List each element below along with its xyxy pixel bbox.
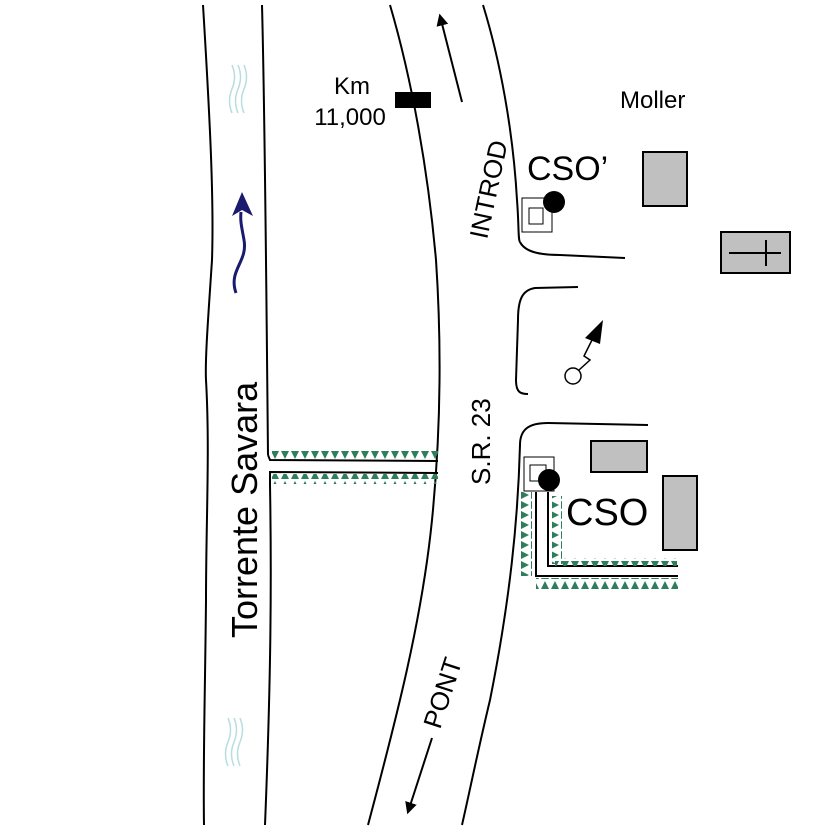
side-road-north-edge xyxy=(519,241,626,259)
curved-arrow-icon xyxy=(232,211,247,294)
side-road-south-edge xyxy=(461,421,649,826)
direction-pont-label: PONT xyxy=(417,654,468,732)
drainage-pipe xyxy=(535,492,678,577)
embankment-hatch xyxy=(555,558,677,566)
north-arrow-icon xyxy=(564,320,603,385)
km-marker-icon xyxy=(395,92,431,108)
culvert-line xyxy=(269,470,439,485)
water-ripple-icon xyxy=(228,64,248,114)
embankment-hatch xyxy=(272,474,438,484)
embankment-hatch xyxy=(536,578,678,590)
river-label: Torrente Savara xyxy=(224,381,265,638)
station-point-icon xyxy=(543,191,565,213)
station-south-label: CSO xyxy=(566,492,648,534)
km-label: Km xyxy=(334,73,370,100)
curved-arrow-head xyxy=(232,192,253,216)
km-value: 11,000 xyxy=(314,104,386,131)
building xyxy=(662,475,698,551)
arrow-introd-icon xyxy=(436,13,463,103)
direction-introd-label: INTROD xyxy=(464,138,514,242)
island-outline xyxy=(514,286,579,395)
river-right-bank xyxy=(261,4,272,826)
building xyxy=(642,151,688,207)
embankment-hatch xyxy=(552,496,562,564)
road-west-edge xyxy=(367,4,441,826)
culvert-line xyxy=(267,454,439,462)
embankment-hatch xyxy=(520,492,532,576)
river-left-bank xyxy=(202,4,214,826)
road-label: S.R. 23 xyxy=(466,398,496,485)
building xyxy=(590,440,648,473)
embankment-hatch xyxy=(272,449,438,459)
water-ripple-icon xyxy=(224,717,244,767)
station-north-label: CSO’ xyxy=(527,150,608,188)
station-point-icon xyxy=(538,469,560,491)
manhole-inner-icon xyxy=(528,207,544,225)
arrow-pont-icon xyxy=(405,737,433,815)
building-owner-label: Moller xyxy=(620,87,685,114)
road-east-edge-north xyxy=(482,4,521,243)
